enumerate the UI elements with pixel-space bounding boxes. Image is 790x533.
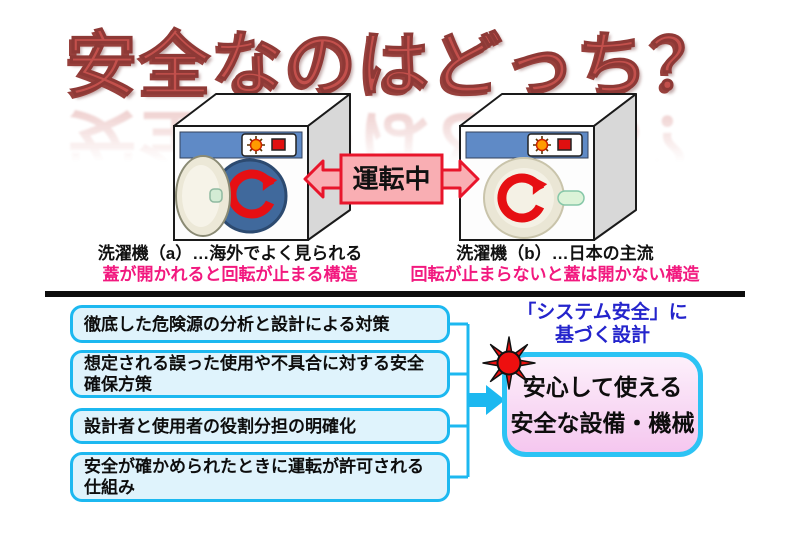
connector-lines (449, 322, 505, 479)
measure-box-2-label: 想定される誤った使用や不具合に対する安全確保方策 (84, 354, 424, 394)
measure-box-3-label: 設計者と使用者の役割分担の明確化 (84, 416, 356, 436)
sunburst-icon (482, 336, 536, 390)
flow-arrow-icon (468, 385, 505, 415)
caption-a-mechanism: 蓋が開かれると回転が止まる構造 (102, 265, 358, 284)
measure-box-3: 設計者と使用者の役割分担の明確化 (70, 408, 450, 444)
measure-box-1: 徹底した危険源の分析と設計による対策 (70, 305, 450, 343)
washing-machine-b-illustration (459, 93, 637, 241)
washing-machine-a-illustration (173, 93, 351, 241)
caption-b-mechanism: 回転が止まらないと蓋は開かない構造 (410, 265, 700, 284)
door-handle (557, 190, 585, 206)
measure-box-2: 想定される誤った使用や不具合に対する安全確保方策 (70, 350, 450, 398)
control-panel (241, 133, 297, 157)
stop-button-icon (557, 138, 572, 151)
result-box: 安心して使える 安全な設備・機械 (502, 352, 703, 457)
rotation-arrow-icon (227, 169, 278, 219)
section-divider (45, 291, 745, 297)
open-door (175, 155, 231, 237)
result-box-line1: 安心して使える (522, 373, 683, 400)
operating-status-label: 運転中 (303, 153, 480, 205)
operating-label-text: 運転中 (352, 164, 430, 194)
page-title: 安全なのはどっち？ (66, 26, 724, 106)
system-safety-heading: 「システム安全」に 基づく設計 (495, 301, 710, 347)
measure-box-1-label: 徹底した危険源の分析と設計による対策 (84, 314, 390, 334)
caption-machine-a: 洗濯機（a）…海外でよく見られる 蓋が開かれると回転が止まる構造 (35, 243, 425, 285)
control-panel (527, 133, 583, 157)
caption-a-title: 洗濯機（a）…海外でよく見られる (97, 244, 363, 263)
stop-button-icon (271, 138, 286, 151)
sun-indicator-icon (533, 136, 551, 154)
result-box-line2: 安全な設備・機械 (510, 409, 695, 436)
system-safety-heading-line1: 「システム安全」に (517, 302, 688, 323)
measure-box-4: 安全が確かめられたときに運転が許可される仕組み (70, 452, 450, 502)
system-safety-heading-line2: 基づく設計 (554, 325, 650, 346)
measure-box-4-label: 安全が確かめられたときに運転が許可される仕組み (84, 457, 424, 497)
rotation-arrow-icon (497, 173, 548, 223)
caption-machine-b: 洗濯機（b）…日本の主流 回転が止まらないと蓋は開かない構造 (373, 243, 737, 285)
door-handle (209, 188, 223, 203)
sun-indicator-icon (247, 136, 265, 154)
caption-b-title: 洗濯機（b）…日本の主流 (456, 244, 654, 263)
